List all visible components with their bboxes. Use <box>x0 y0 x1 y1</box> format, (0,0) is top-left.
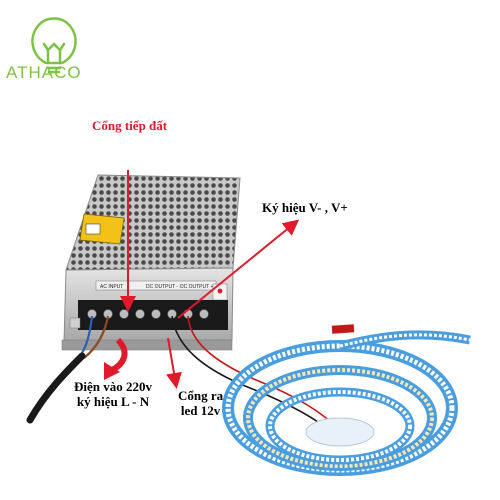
led-strip-reel <box>222 324 471 476</box>
input-arrow <box>110 337 128 373</box>
brand-name: ATHACO <box>6 63 82 82</box>
led-output-label: Cổng ra led 12v <box>178 388 223 418</box>
output-arrow <box>166 337 182 389</box>
input-power-label-line1: Điện vào 220v <box>74 379 152 394</box>
led-output-label-line1: Cổng ra <box>178 388 224 403</box>
voltage-symbol-arrow <box>177 219 300 319</box>
dc-output-minus-label: DC OUTPUT - <box>146 284 178 290</box>
ac-input-label: AC INPUT <box>100 284 123 290</box>
voltage-symbols-label: Ký hiệu V- , V+ <box>262 200 348 215</box>
dc-output-plus-label: DC OUTPUT + <box>180 284 213 290</box>
power-supply: AC INPUT DC OUTPUT - DC OUTPUT + <box>61 174 241 351</box>
input-cable <box>26 315 110 424</box>
led-output-label-line2: led 12v <box>180 403 221 418</box>
annotation-arrows <box>104 170 300 389</box>
input-power-label: Điện vào 220v ký hiệu L - N <box>74 379 152 409</box>
ground-port-label: Cổng tiếp đất <box>92 118 168 133</box>
lightbulb-icon <box>31 17 77 74</box>
input-power-label-line2: ký hiệu L - N <box>76 394 150 409</box>
